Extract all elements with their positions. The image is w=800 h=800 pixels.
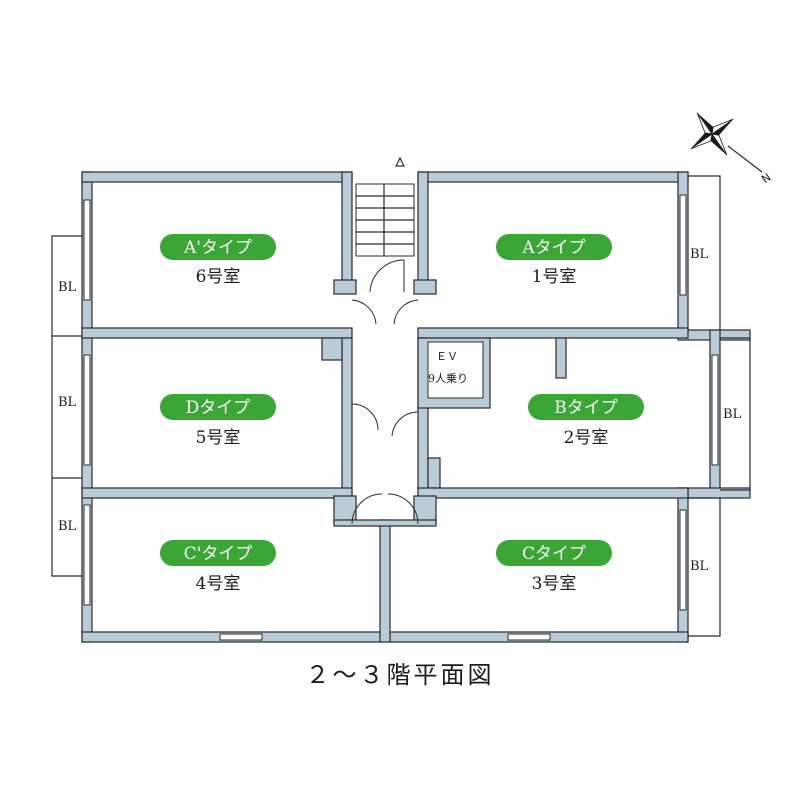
plan-caption: ２～３階平面図 — [306, 661, 495, 689]
balcony-label-left-bottom: BL — [58, 519, 77, 534]
balcony-label-right-top: BL — [690, 247, 709, 262]
unit-4: C'タイプ 4号室 — [160, 540, 276, 594]
elevator-capacity: 9人乗り — [428, 372, 468, 385]
unit-2: Bタイプ 2号室 — [528, 394, 644, 448]
compass-icon — [690, 112, 734, 156]
unit-type-label: A'タイプ — [183, 238, 252, 258]
balconies — [51, 175, 751, 637]
balcony-label-right-middle: BL — [723, 407, 742, 422]
interior-walls — [81, 171, 689, 643]
room-number: 3号室 — [532, 574, 577, 594]
room-number: 1号室 — [532, 267, 577, 287]
unit-type-badge — [160, 234, 276, 260]
unit-type-label: Bタイプ — [554, 398, 618, 418]
room-number: 5号室 — [196, 428, 241, 448]
unit-type-badge — [496, 540, 612, 566]
balcony-label-right-bottom: BL — [690, 559, 709, 574]
unit-1: Aタイプ 1号室 — [496, 234, 612, 287]
unit-type-badge — [160, 394, 276, 420]
elevator-label: ＥＶ — [436, 350, 458, 363]
unit-type-label: Cタイプ — [522, 544, 586, 564]
unit-type-label: Dタイプ — [186, 398, 251, 418]
room-number: 4号室 — [196, 574, 241, 594]
balcony-label-left-top: BL — [58, 280, 77, 295]
room-number: 2号室 — [564, 428, 609, 448]
windows — [83, 194, 719, 641]
doors — [351, 259, 419, 525]
unit-6: A'タイプ 6号室 — [160, 234, 276, 287]
unit-type-label: Aタイプ — [521, 238, 585, 258]
unit-type-badge — [528, 394, 644, 420]
room-number: 6号室 — [196, 267, 241, 287]
unit-5: Dタイプ 5号室 — [160, 394, 276, 448]
unit-3: Cタイプ 3号室 — [496, 540, 612, 594]
north-label: N — [759, 171, 773, 186]
unit-type-badge — [496, 234, 612, 260]
balcony-label-left-middle: BL — [58, 395, 77, 410]
unit-type-badge — [160, 540, 276, 566]
unit-type-label: C'タイプ — [184, 544, 253, 564]
staircase — [355, 156, 415, 257]
